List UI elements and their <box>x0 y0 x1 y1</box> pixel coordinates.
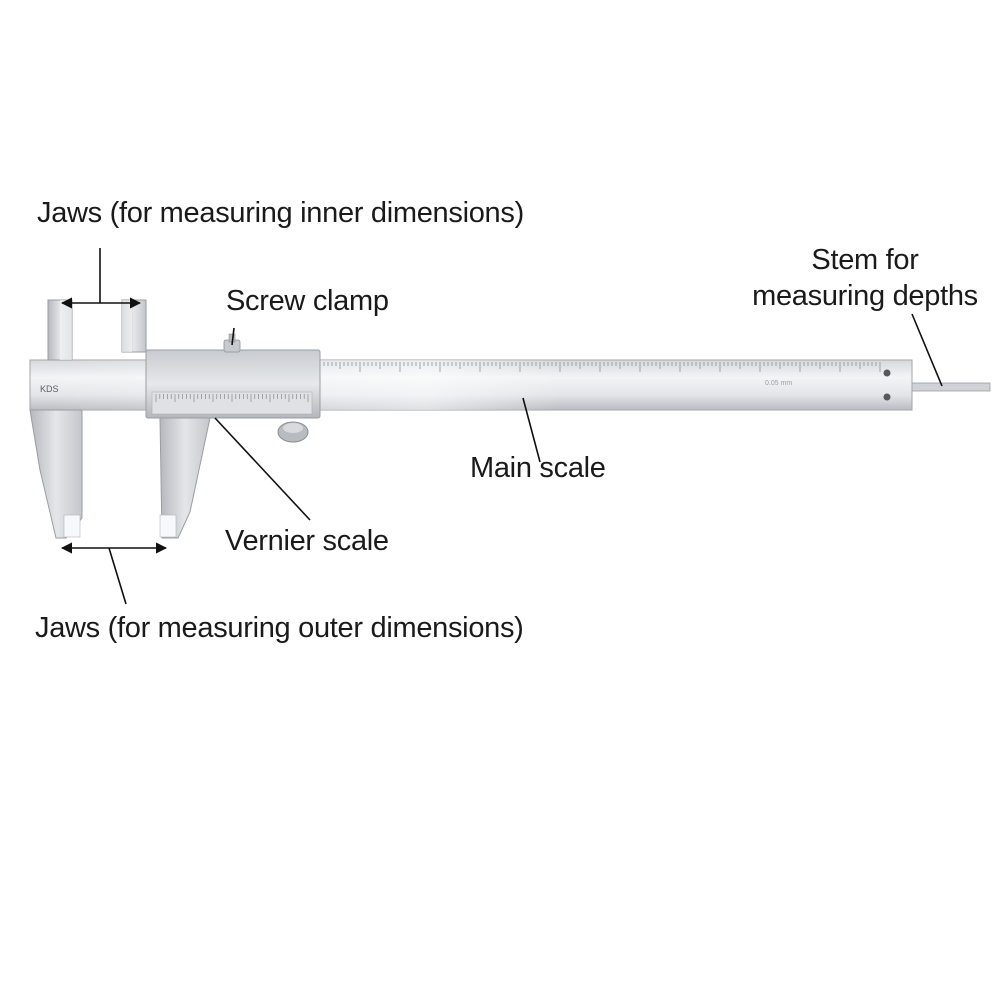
leader-lines <box>60 248 943 605</box>
stem-label-line2: measuring depths <box>752 280 978 312</box>
screw-clamp-leader <box>231 327 235 346</box>
svg-text:KDS: KDS <box>40 384 59 394</box>
beam-rivet <box>883 369 891 377</box>
main-scale-label: Main scale <box>470 452 606 484</box>
main-scale-leader <box>522 397 541 463</box>
depth-stem <box>904 382 991 392</box>
vernier-scale-ticks <box>155 394 309 402</box>
vernier-scale-label: Vernier scale <box>225 525 389 557</box>
vernier-scale-leader <box>214 417 311 521</box>
svg-text:0.05 mm: 0.05 mm <box>765 380 792 387</box>
fixed-jaw <box>29 299 83 539</box>
stem-label-line1: Stem for <box>811 244 919 276</box>
stem-label: Stem for measuring depths <box>740 242 990 314</box>
stem-leader <box>911 313 943 387</box>
screw-clamp-label: Screw clamp <box>226 285 389 317</box>
sliding-jaw <box>121 299 321 539</box>
outer-jaws-leader <box>108 547 127 605</box>
main-scale-ticks <box>319 362 881 372</box>
outer-jaws-label: Jaws (for measuring outer dimensions) <box>35 612 524 644</box>
beam-rivet <box>883 393 891 401</box>
thumb-wheel <box>277 421 309 443</box>
inner-jaws-label: Jaws (for measuring inner dimensions) <box>37 197 524 229</box>
